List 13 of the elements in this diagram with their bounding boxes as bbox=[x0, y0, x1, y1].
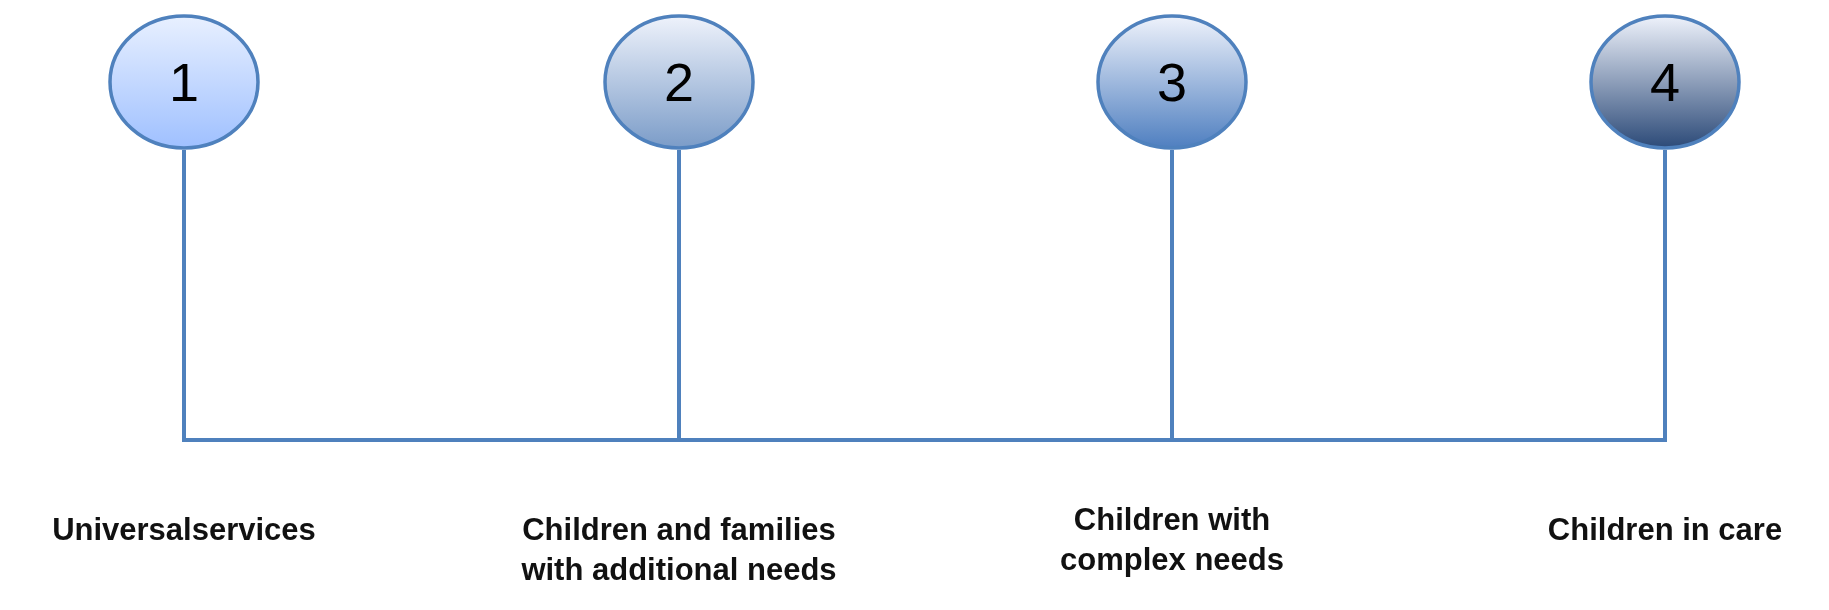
numbered-circle bbox=[1589, 14, 1741, 150]
caption-text: Children with complex needs bbox=[1059, 501, 1285, 580]
numbered-circle bbox=[1096, 14, 1248, 150]
caption-text: Universalservices bbox=[51, 511, 317, 549]
step-number: 2 bbox=[664, 55, 694, 109]
step-number: 1 bbox=[169, 55, 199, 109]
step-number: 3 bbox=[1157, 55, 1187, 109]
step-number: 4 bbox=[1650, 55, 1680, 109]
numbered-circle bbox=[603, 14, 755, 150]
numbered-circle bbox=[108, 14, 260, 150]
connector-line bbox=[1170, 150, 1667, 442]
caption-text: Children in care bbox=[1546, 511, 1784, 549]
caption-text: Children and families with additional needs bbox=[520, 511, 838, 590]
